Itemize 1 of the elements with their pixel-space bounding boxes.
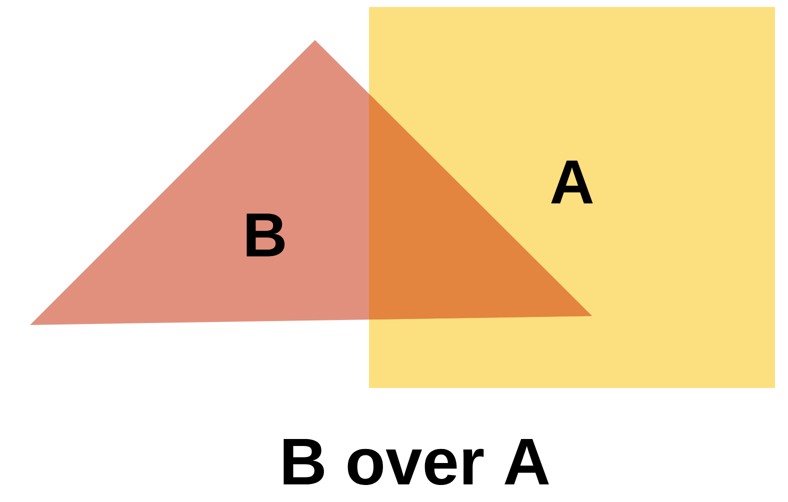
caption: B over A xyxy=(284,438,549,485)
